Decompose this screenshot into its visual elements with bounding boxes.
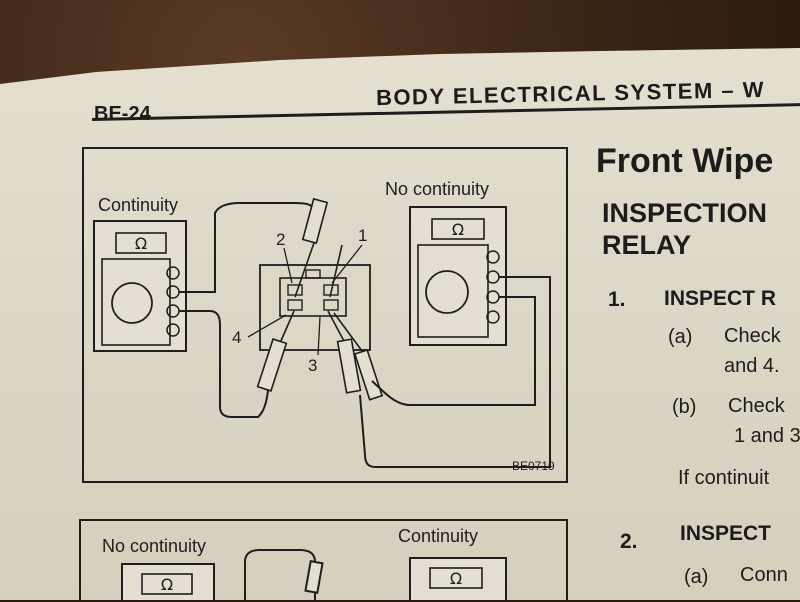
step2-number: 2. [620, 530, 638, 553]
terminal-label-4: 4 [232, 328, 241, 347]
fig2-lead-wires [244, 549, 324, 600]
step1b-line1: Check [728, 395, 785, 417]
relay-inspection-figure: Ω Continuity Ω No continuity [82, 147, 568, 483]
heading-front-wiper: Front Wipe [596, 142, 774, 180]
terminal-label-2: 2 [276, 230, 285, 249]
step1b-marker: (b) [672, 396, 697, 418]
terminal-labels: 1 2 3 4 [232, 226, 367, 375]
heading-inspection-line2: RELAY [602, 230, 692, 260]
heading-inspection: INSPECTION RELAY [602, 197, 767, 261]
ohm-symbol: Ω [452, 220, 464, 239]
step2a-marker: (a) [684, 566, 709, 588]
step2a-text: Conn [740, 564, 788, 586]
step1b-line2: 1 and 3 [734, 425, 800, 447]
page-number: BE-24 [94, 103, 151, 125]
fig2-right-meter-label: Continuity [398, 526, 478, 546]
right-ohmmeter: Ω [409, 206, 507, 346]
terminal-label-1: 1 [358, 226, 367, 245]
step1a-line2: and 4. [724, 355, 780, 377]
step1a-line1: Check [724, 325, 781, 347]
ohm-symbol: Ω [135, 234, 147, 253]
left-ohmmeter: Ω [93, 220, 187, 352]
figure-code: BE0719 [512, 459, 555, 473]
ohm-symbol: Ω [161, 575, 173, 594]
relay-inspection-figure-2: No continuity Continuity Ω Ω [79, 519, 568, 600]
left-meter-label: Continuity [98, 195, 178, 215]
fig2-left-ohmmeter: Ω [121, 563, 215, 600]
test-probes [256, 197, 384, 401]
lead-wires [179, 202, 551, 468]
step2-text: INSPECT [680, 522, 772, 545]
fig2-right-ohmmeter: Ω [409, 557, 507, 600]
fig2-left-meter-label: No continuity [102, 536, 206, 556]
label-leader-lines [247, 244, 363, 356]
result-text: If continuit [678, 467, 770, 489]
ohm-symbol: Ω [450, 569, 462, 588]
step1-number: 1. [608, 288, 626, 311]
step1a-marker: (a) [668, 326, 693, 348]
terminal-label-3: 3 [308, 356, 317, 375]
right-meter-label: No continuity [385, 179, 489, 199]
relay-connector [259, 264, 371, 351]
heading-inspection-line1: INSPECTION [602, 198, 768, 228]
step1-text: INSPECT R [664, 287, 777, 310]
